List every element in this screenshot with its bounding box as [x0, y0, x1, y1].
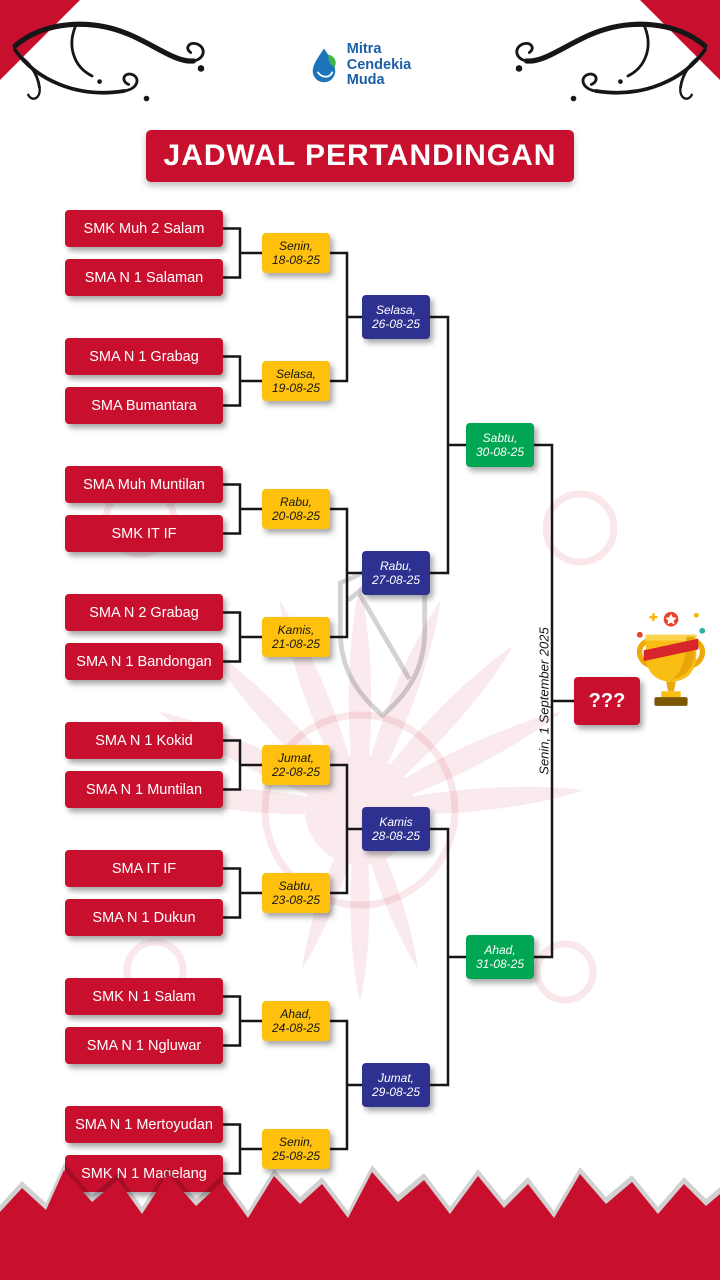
- match-date-chip: Ahad, 24-08-25: [262, 1001, 330, 1041]
- match-date-chip: Kamis, 21-08-25: [262, 617, 330, 657]
- match-date-chip: Rabu, 20-08-25: [262, 489, 330, 529]
- match-date-chip: Ahad, 31-08-25: [466, 935, 534, 979]
- match-date: 18-08-25: [271, 253, 321, 267]
- match-day: Selasa,: [375, 302, 417, 317]
- team-box: SMA N 1 Muntilan: [65, 771, 223, 808]
- team-box: SMA IT IF: [65, 850, 223, 887]
- match-date: 24-08-25: [271, 1021, 321, 1035]
- match-date: 21-08-25: [271, 637, 321, 651]
- torn-paper-edge: [0, 1163, 720, 1280]
- match-date: 20-08-25: [271, 509, 321, 523]
- corner-triangle-left: [0, 0, 80, 80]
- logo: Mitra Cendekia Muda: [0, 41, 720, 89]
- match-date: 23-08-25: [271, 893, 321, 907]
- match-date: 28-08-25: [371, 829, 421, 843]
- trophy-icon: [636, 611, 706, 706]
- logo-text-line-3: Muda: [346, 72, 385, 88]
- match-day: Kamis,: [277, 622, 315, 637]
- team-box: SMK N 1 Magelang: [65, 1155, 223, 1192]
- team-box: SMA N 1 Dukun: [65, 899, 223, 936]
- match-date: 29-08-25: [371, 1085, 421, 1099]
- match-date-chip: Selasa, 26-08-25: [362, 295, 430, 339]
- title-banner: JADWAL PERTANDINGAN: [146, 130, 574, 182]
- match-day: Senin,: [278, 1134, 314, 1149]
- team-box: SMA Muh Muntilan: [65, 466, 223, 503]
- match-date: 30-08-25: [475, 445, 525, 459]
- team-box: SMA N 1 Bandongan: [65, 643, 223, 680]
- flourish-ornament-left: [12, 21, 205, 102]
- match-day: Ahad,: [280, 1006, 312, 1021]
- match-date-chip: Kamis 28-08-25: [362, 807, 430, 851]
- logo-text: Mitra Cendekia Muda: [346, 41, 412, 89]
- match-day: Rabu,: [279, 494, 313, 509]
- match-date-chip: Rabu, 27-08-25: [362, 551, 430, 595]
- logo-text-line-1: Mitra: [346, 41, 382, 57]
- match-date-chip: Jumat, 22-08-25: [262, 745, 330, 785]
- water-drop-logo-icon: [312, 48, 336, 83]
- team-box: SMA N 2 Grabag: [65, 594, 223, 631]
- team-box: SMA N 1 Mertoyudan: [65, 1106, 223, 1143]
- match-day: Jumat,: [277, 750, 314, 765]
- match-date: 19-08-25: [271, 381, 321, 395]
- match-day: Jumat,: [377, 1070, 414, 1085]
- flourish-ornament-right: [515, 21, 708, 102]
- match-day: Sabtu,: [482, 430, 518, 445]
- final-winner-placeholder: ???: [588, 689, 626, 712]
- team-box: SMK N 1 Salam: [65, 978, 223, 1015]
- team-box: SMA N 1 Ngluwar: [65, 1027, 223, 1064]
- logo-text-line-2: Cendekia: [346, 56, 412, 73]
- team-box: SMA N 1 Salaman: [65, 259, 223, 296]
- team-box: SMK Muh 2 Salam: [65, 210, 223, 247]
- team-box: SMK IT IF: [65, 515, 223, 552]
- match-day: Sabtu,: [278, 878, 314, 893]
- final-date-label: Senin, 1 September 2025: [536, 627, 552, 775]
- team-box: SMA N 1 Kokid: [65, 722, 223, 759]
- match-date: 27-08-25: [371, 573, 421, 587]
- match-day: Rabu,: [379, 558, 413, 573]
- match-date-chip: Selasa, 19-08-25: [262, 361, 330, 401]
- page-title: JADWAL PERTANDINGAN: [163, 139, 557, 172]
- match-date: 26-08-25: [371, 317, 421, 331]
- match-date-chip: Jumat, 29-08-25: [362, 1063, 430, 1107]
- match-day: Senin,: [278, 238, 314, 253]
- match-day: Ahad,: [484, 942, 516, 957]
- final-winner-box: ???: [574, 677, 640, 725]
- match-date-chip: Senin, 25-08-25: [262, 1129, 330, 1169]
- corner-triangle-right: [640, 0, 720, 80]
- team-box: SMA Bumantara: [65, 387, 223, 424]
- match-day: Kamis: [379, 814, 413, 829]
- match-date-chip: Sabtu, 23-08-25: [262, 873, 330, 913]
- match-day: Selasa,: [275, 366, 317, 381]
- match-date-chip: Sabtu, 30-08-25: [466, 423, 534, 467]
- match-date: 22-08-25: [271, 765, 321, 779]
- match-date: 31-08-25: [475, 957, 525, 971]
- match-date-chip: Senin, 18-08-25: [262, 233, 330, 273]
- match-date: 25-08-25: [271, 1149, 321, 1163]
- team-box: SMA N 1 Grabag: [65, 338, 223, 375]
